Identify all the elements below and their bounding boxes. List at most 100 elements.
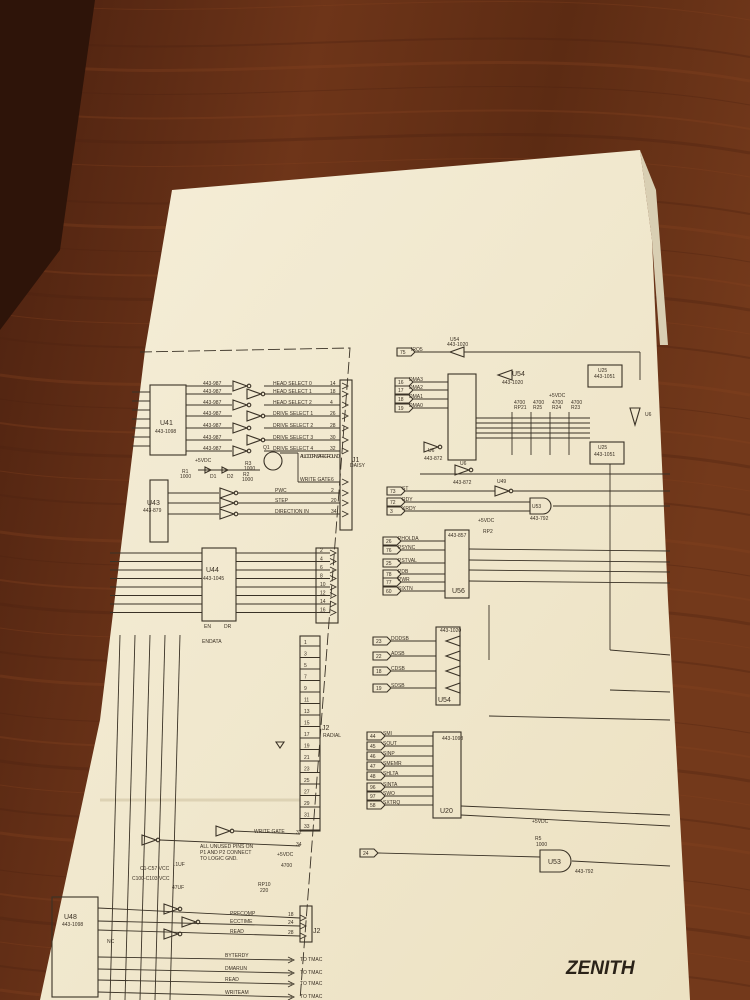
j2-pin-number: 7 (304, 675, 307, 681)
u56-port (382, 558, 402, 568)
u44-dr: DR (224, 624, 232, 630)
inverter-bubble (508, 488, 514, 494)
u41-label: U41 (160, 420, 173, 427)
port-pin-number: 19 (376, 686, 382, 692)
inverter-bubble (177, 931, 183, 937)
port-pin-number: 44 (370, 734, 376, 740)
inverter-bubble (233, 490, 239, 496)
inverter-gate-icon (232, 380, 249, 392)
write-gate-label: WRITE GATE (254, 829, 285, 835)
u20-signal-label: SINTA (383, 782, 398, 788)
inverter-bubble (468, 467, 474, 473)
r5-label: R5 (535, 836, 542, 842)
wire (124, 634, 136, 1000)
dma-label: DMA3 (409, 377, 423, 383)
inverter-gate-icon (163, 903, 180, 915)
to-tmac-label: TO TMAC (300, 981, 323, 987)
connector-arrow-icon (329, 549, 338, 557)
u43-pin-number: 2 (331, 488, 334, 494)
u6a-part: 443-872 (424, 456, 443, 462)
inverter-gate-icon (141, 834, 158, 846)
u43-signal-label: DIRECTION IN (275, 509, 309, 515)
u56-signal-label: SIXTN (398, 586, 413, 592)
u44-label: U44 (206, 567, 219, 574)
connector-arrow-icon (287, 956, 296, 964)
j1-connector-arrow-icon (341, 390, 350, 398)
u56-port (382, 545, 402, 555)
j1-pin-number: 14 (330, 381, 336, 387)
u20-signal-label: SMI (383, 731, 392, 737)
to-tmac-label: TO TMAC (300, 970, 323, 976)
inverter-bubble (195, 919, 201, 925)
port-pin-number: 19 (398, 406, 404, 412)
connector-arrow-icon (287, 993, 296, 1000)
connector-arrow-icon (329, 600, 338, 608)
j2-pin-number: 15 (304, 721, 310, 727)
u44-j-pin: 6 (320, 565, 323, 571)
inverter-bubble (155, 837, 161, 843)
wire (109, 634, 121, 1000)
wire (139, 634, 151, 1000)
paper-edge (640, 150, 668, 345)
d2-label: D2 (227, 474, 234, 480)
j1-signal-label: DRIVE SELECT 2 (273, 423, 313, 429)
j1-signal-label: HEAD SELECT 0 (273, 381, 312, 387)
j2-pin-number: 27 (304, 790, 310, 796)
vcc-label: +5VDC (549, 393, 566, 399)
vcc-label: +5VDC (532, 819, 549, 825)
u56-signal-label: PHOLDA (398, 536, 419, 542)
j1-connector-arrow-icon (341, 424, 350, 432)
u56-signal-label: PSYNC (398, 545, 416, 551)
u53-nand-gate-icon (529, 497, 552, 515)
zenith-logo: ZENITH (565, 958, 636, 979)
vcc-label: +5VDC (277, 852, 294, 858)
to-tmac-label: TO TMAC (300, 957, 323, 963)
resistor-ref: R23 (571, 405, 580, 411)
j1-pin-number: 4 (330, 400, 333, 406)
inverter-gate-icon (219, 508, 236, 520)
tmac-signal-label: DMARUN (225, 966, 247, 972)
resistor-4700: 4700 (281, 863, 292, 869)
u43-signal-label: STEP (275, 498, 289, 504)
connector-arrow-icon (299, 932, 308, 940)
u56-port (382, 586, 402, 596)
j2-pin-number: 21 (304, 755, 310, 761)
u53-nand-gate-icon (539, 849, 572, 873)
u20-chip (432, 731, 462, 819)
j2-pin-number: 13 (304, 709, 310, 715)
inverter-bubble (246, 425, 252, 431)
vcc-label: +5VDC (478, 518, 495, 524)
u20-signal-label: SXTRQ (383, 800, 400, 806)
u6b-label: U6 (460, 461, 467, 467)
j1-connector-arrow-icon (341, 382, 350, 390)
port-pin-number: 46 (370, 754, 376, 760)
port-pin-number: 26 (386, 539, 392, 545)
u20-port (366, 782, 386, 792)
gate-part-number: 443-987 (203, 423, 222, 429)
u54-port (372, 651, 392, 661)
u54-signal-label: DODSB (391, 636, 409, 642)
port-pin-number: 3 (390, 509, 393, 515)
inverter-bubble (437, 444, 443, 450)
connector-arrow-icon (287, 980, 296, 988)
r1-value: 1000 (180, 474, 191, 480)
u56-signal-label: PWR (398, 577, 410, 583)
u25-flipflop-a (587, 364, 623, 388)
rp10-label: RP10 (258, 882, 271, 888)
port-pin-number: 17 (398, 388, 404, 394)
port-pin-number: 25 (386, 561, 392, 567)
r5-value: 1000 (536, 842, 547, 848)
inverter-bubble (260, 413, 266, 419)
transistor-q1-icon (263, 451, 283, 471)
buffer-gate-icon (444, 682, 461, 694)
resistor-value: 4700 (514, 400, 525, 406)
j2-pin-number: 5 (304, 663, 307, 669)
port-pin-number: 78 (386, 572, 392, 578)
paper-sheet (40, 150, 690, 1000)
u44-j-pin: 4 (320, 557, 323, 563)
ctrl-port (386, 486, 406, 496)
inverter-gate-icon (163, 928, 180, 940)
j2-pin-number: 29 (304, 801, 310, 807)
ctrl-label: XRDY (402, 506, 417, 512)
